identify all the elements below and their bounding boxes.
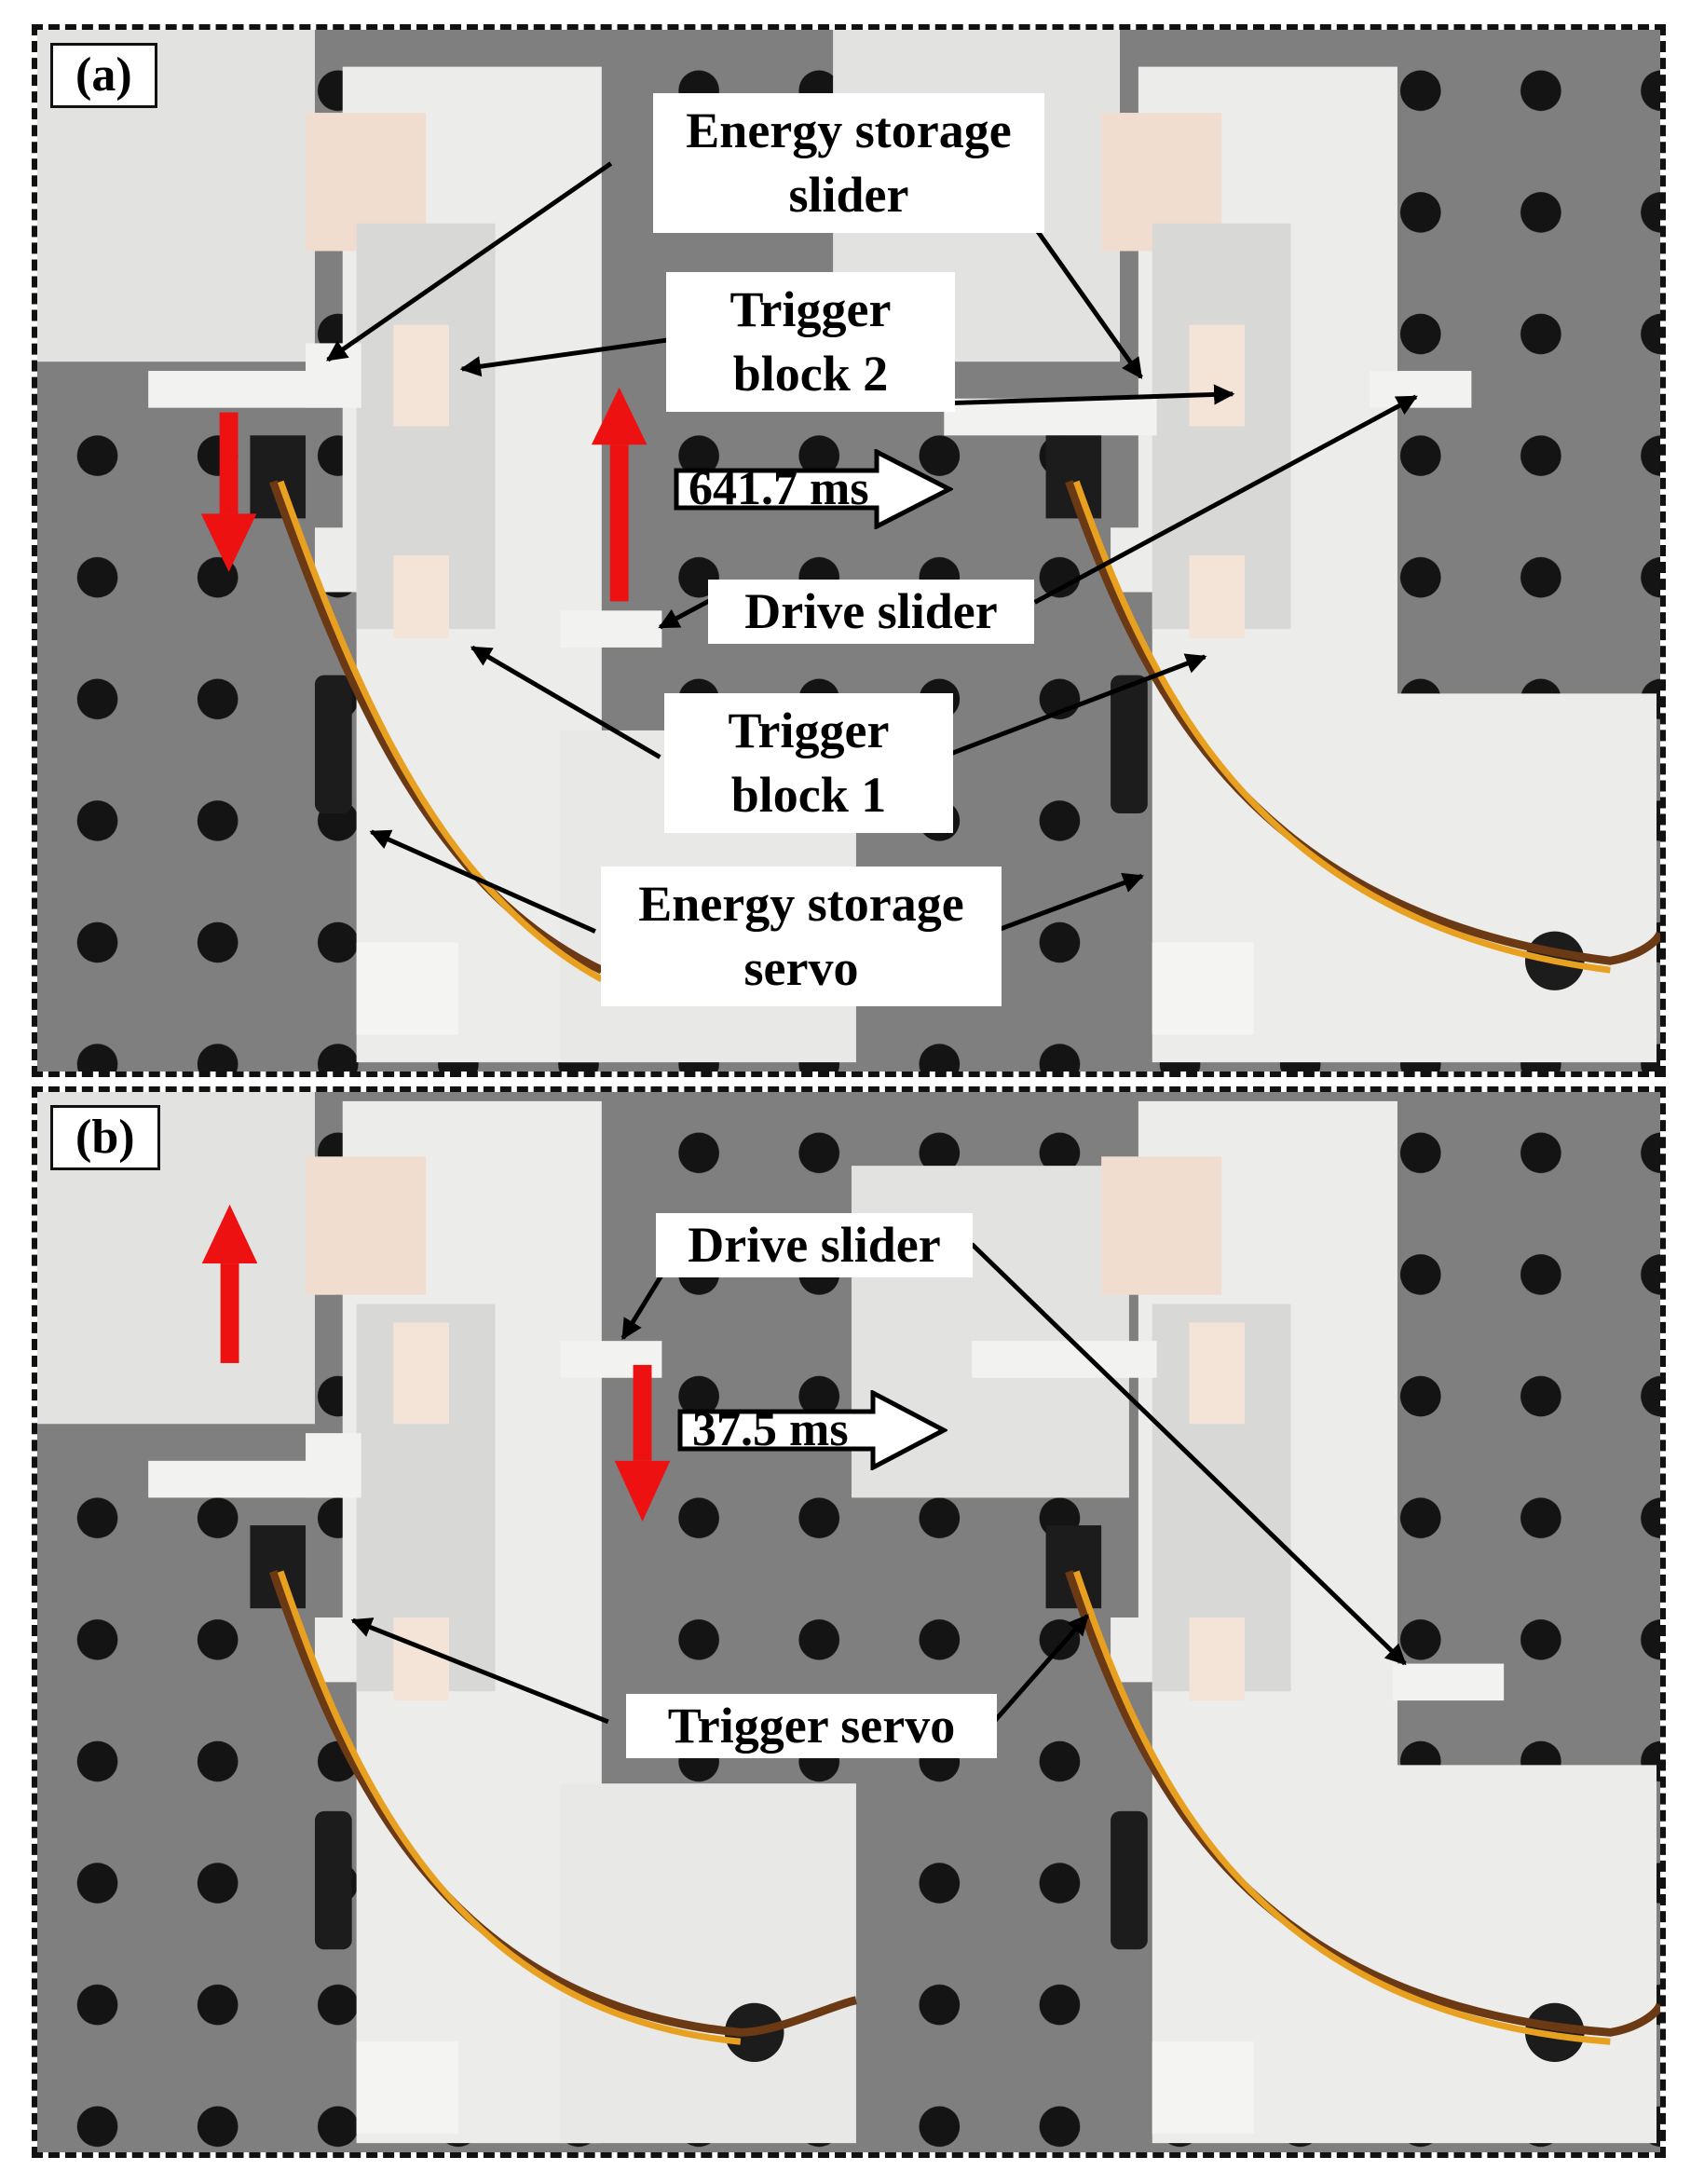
panel-a: (a) Energy storage slider Trigger block … <box>32 24 1666 1077</box>
label-energy-storage-servo: Energy storage servo <box>601 867 1002 1007</box>
label-trigger-servo: Trigger servo <box>626 1694 997 1759</box>
red-arrow-down-b <box>614 1364 671 1522</box>
time-label-a: 641.7 ms <box>688 462 869 515</box>
time-arrow-a: 641.7 ms <box>674 449 953 529</box>
mechanism-left-b <box>37 1092 857 2144</box>
time-arrow-shape <box>677 1390 947 1470</box>
red-arrow-up-b <box>201 1204 258 1363</box>
label-trigger-block-2: Trigger block 2 <box>666 272 955 413</box>
label-drive-slider-b: Drive slider <box>656 1213 973 1278</box>
label-energy-storage-slider: Energy storage slider <box>653 93 1044 234</box>
red-arrow-up <box>591 387 648 602</box>
label-drive-slider-a: Drive slider <box>708 580 1034 645</box>
time-arrow-b: 37.5 ms <box>677 1390 947 1470</box>
time-label-b: 37.5 ms <box>692 1403 849 1456</box>
photo-panel-b <box>37 1092 1660 2152</box>
label-trigger-block-1: Trigger block 1 <box>664 693 953 834</box>
panel-b: (b) Drive slider 37.5 ms Trigger servo <box>32 1086 1666 2158</box>
panel-a-tag: (a) <box>50 43 157 108</box>
time-arrow-shape <box>674 449 953 529</box>
leader-lines-b <box>350 1242 1407 1725</box>
red-arrow-down <box>200 412 257 572</box>
panel-b-tag: (b) <box>50 1105 160 1170</box>
leader-lines-a <box>326 161 1418 934</box>
